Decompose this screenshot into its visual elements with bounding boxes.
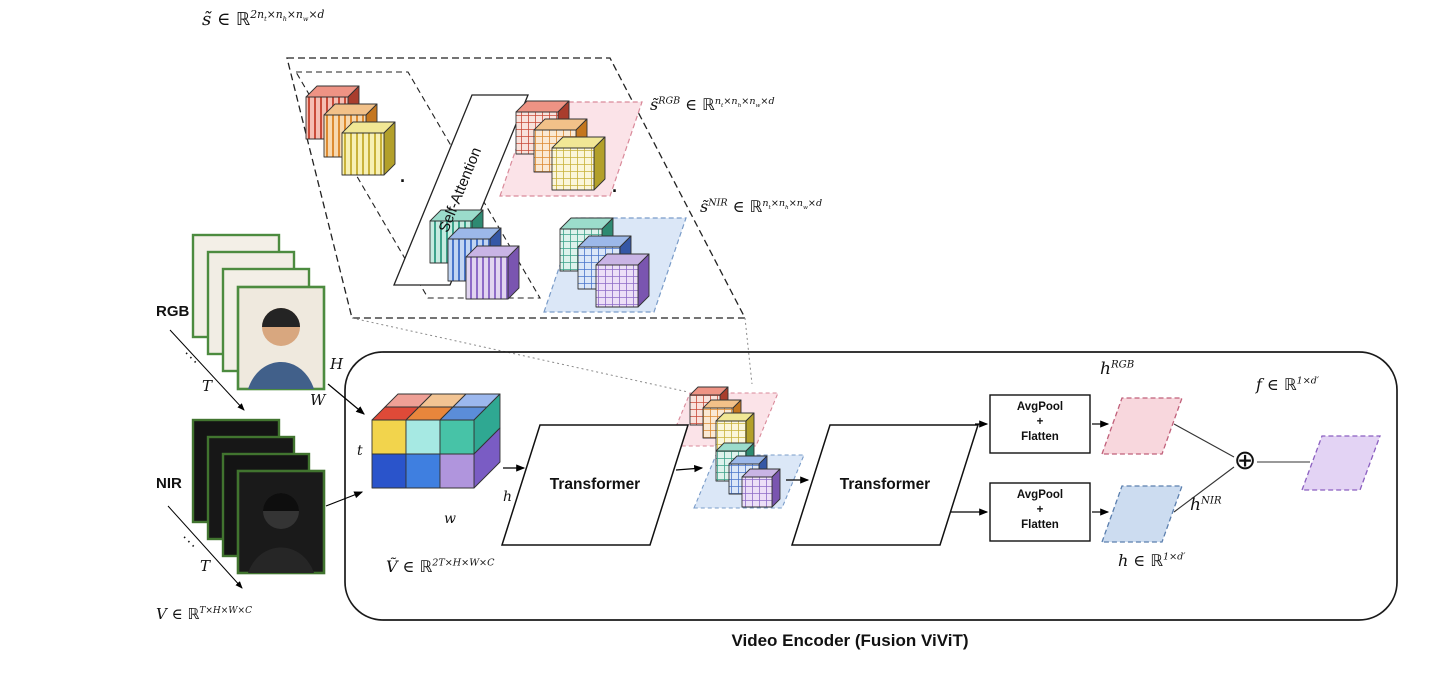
- axis-w-label: w: [444, 511, 456, 527]
- nir-tokens-attended: [559, 217, 650, 308]
- rgb-label: RGB: [156, 303, 190, 320]
- cube-yellow: [551, 136, 606, 191]
- nir-frame-front: [236, 469, 326, 575]
- arrow-nir-to-cube: [325, 491, 364, 507]
- formula-v: V ∈ ℝT×H×W×C: [156, 605, 252, 623]
- formula-h-rgb: hRGB: [1100, 359, 1135, 379]
- nir-frame-stack: [191, 418, 326, 575]
- rgb-frame-stack: [191, 233, 326, 391]
- avgpool1-block: [989, 394, 1091, 454]
- avgpool1-label: AvgPool + Flatten: [990, 400, 1090, 445]
- line-hnir-to-fusion: [1173, 466, 1235, 513]
- arrow-transformer1-to-tokens: [675, 465, 704, 473]
- avgpool2-line2: +: [1036, 503, 1044, 516]
- h-nir-vector: [1101, 485, 1183, 543]
- t-axis-arrow-rgb: [169, 329, 245, 411]
- nir-label: NIR: [156, 475, 182, 492]
- token-cubes: [305, 85, 781, 508]
- formula-h-nir: hNIR: [1190, 495, 1222, 515]
- avgpool1-line1: AvgPool: [1016, 401, 1064, 413]
- cube-purple: [595, 253, 650, 308]
- nir-tokens-striped: [429, 209, 520, 300]
- axis-h-label: h: [503, 489, 513, 505]
- formula-s-rgb: s̃RGB ∈ ℝnt×nh×nw×d: [650, 95, 775, 114]
- continuation-dot-2: ·: [612, 181, 618, 201]
- continuation-dot-1: ·: [400, 171, 406, 191]
- cube-yellow: [341, 121, 396, 176]
- video-encoder-box: [344, 351, 1398, 621]
- formula-v-tilde: Ṽ ∈ ℝ2T×H×W×C: [386, 557, 495, 576]
- transformer2-block: [790, 424, 980, 546]
- width-label: W: [310, 391, 326, 409]
- formula-s-nir: s̃NIR ∈ ℝnt×nh×nw×d: [700, 197, 823, 216]
- fusion-operator: ⊕: [1233, 445, 1257, 476]
- self-attention-block: [393, 94, 529, 286]
- t-axis-label-nir: T: [200, 557, 211, 575]
- axis-t-label: t: [357, 443, 363, 459]
- tokenized-video-cube: [371, 393, 501, 489]
- cube-purple: [465, 245, 520, 300]
- formula-f: f ∈ ℝ1×d′: [1256, 375, 1320, 394]
- formula-s-tilde: s̃ ∈ ℝ2nt×nh×nw×d: [202, 8, 325, 30]
- avgpool2-label: AvgPool + Flatten: [990, 488, 1090, 533]
- line-hrgb-to-fusion: [1173, 423, 1235, 458]
- concat-token-group-box: [295, 71, 541, 299]
- rgb-frame-front: [236, 285, 326, 391]
- zoom-connector-left: [351, 317, 689, 393]
- f-fused-vector: [1301, 435, 1381, 491]
- avgpool1-line2: +: [1036, 415, 1044, 428]
- avgpool2-block: [989, 482, 1091, 542]
- figure-caption: Video Encoder (Fusion ViViT): [731, 631, 969, 650]
- height-label: H: [330, 355, 344, 373]
- t-axis-arrow-nir: [167, 505, 243, 589]
- zoom-connector-right: [744, 317, 753, 385]
- cube-purple: [741, 468, 781, 508]
- arrow-rgb-to-cube: [327, 383, 365, 415]
- t-axis-label-rgb: T: [202, 377, 213, 395]
- formula-h: h ∈ ℝ1×d′: [1118, 551, 1186, 570]
- avgpool2-line3: Flatten: [1021, 518, 1059, 531]
- avgpool2-line1: AvgPool: [1016, 489, 1064, 501]
- avgpool1-line3: Flatten: [1021, 430, 1059, 443]
- h-rgb-vector: [1101, 397, 1183, 455]
- attention-zoom-box: [286, 57, 747, 319]
- rgb-tokens-small: [689, 386, 755, 452]
- transformer1-label: Transformer: [549, 476, 641, 493]
- nir-tokens-small: [715, 442, 781, 508]
- rgb-tokens-striped: [305, 85, 396, 176]
- transformer2-label: Transformer: [839, 476, 931, 493]
- transformer1-block: [500, 424, 690, 546]
- rgb-tokens-attended: [515, 100, 606, 191]
